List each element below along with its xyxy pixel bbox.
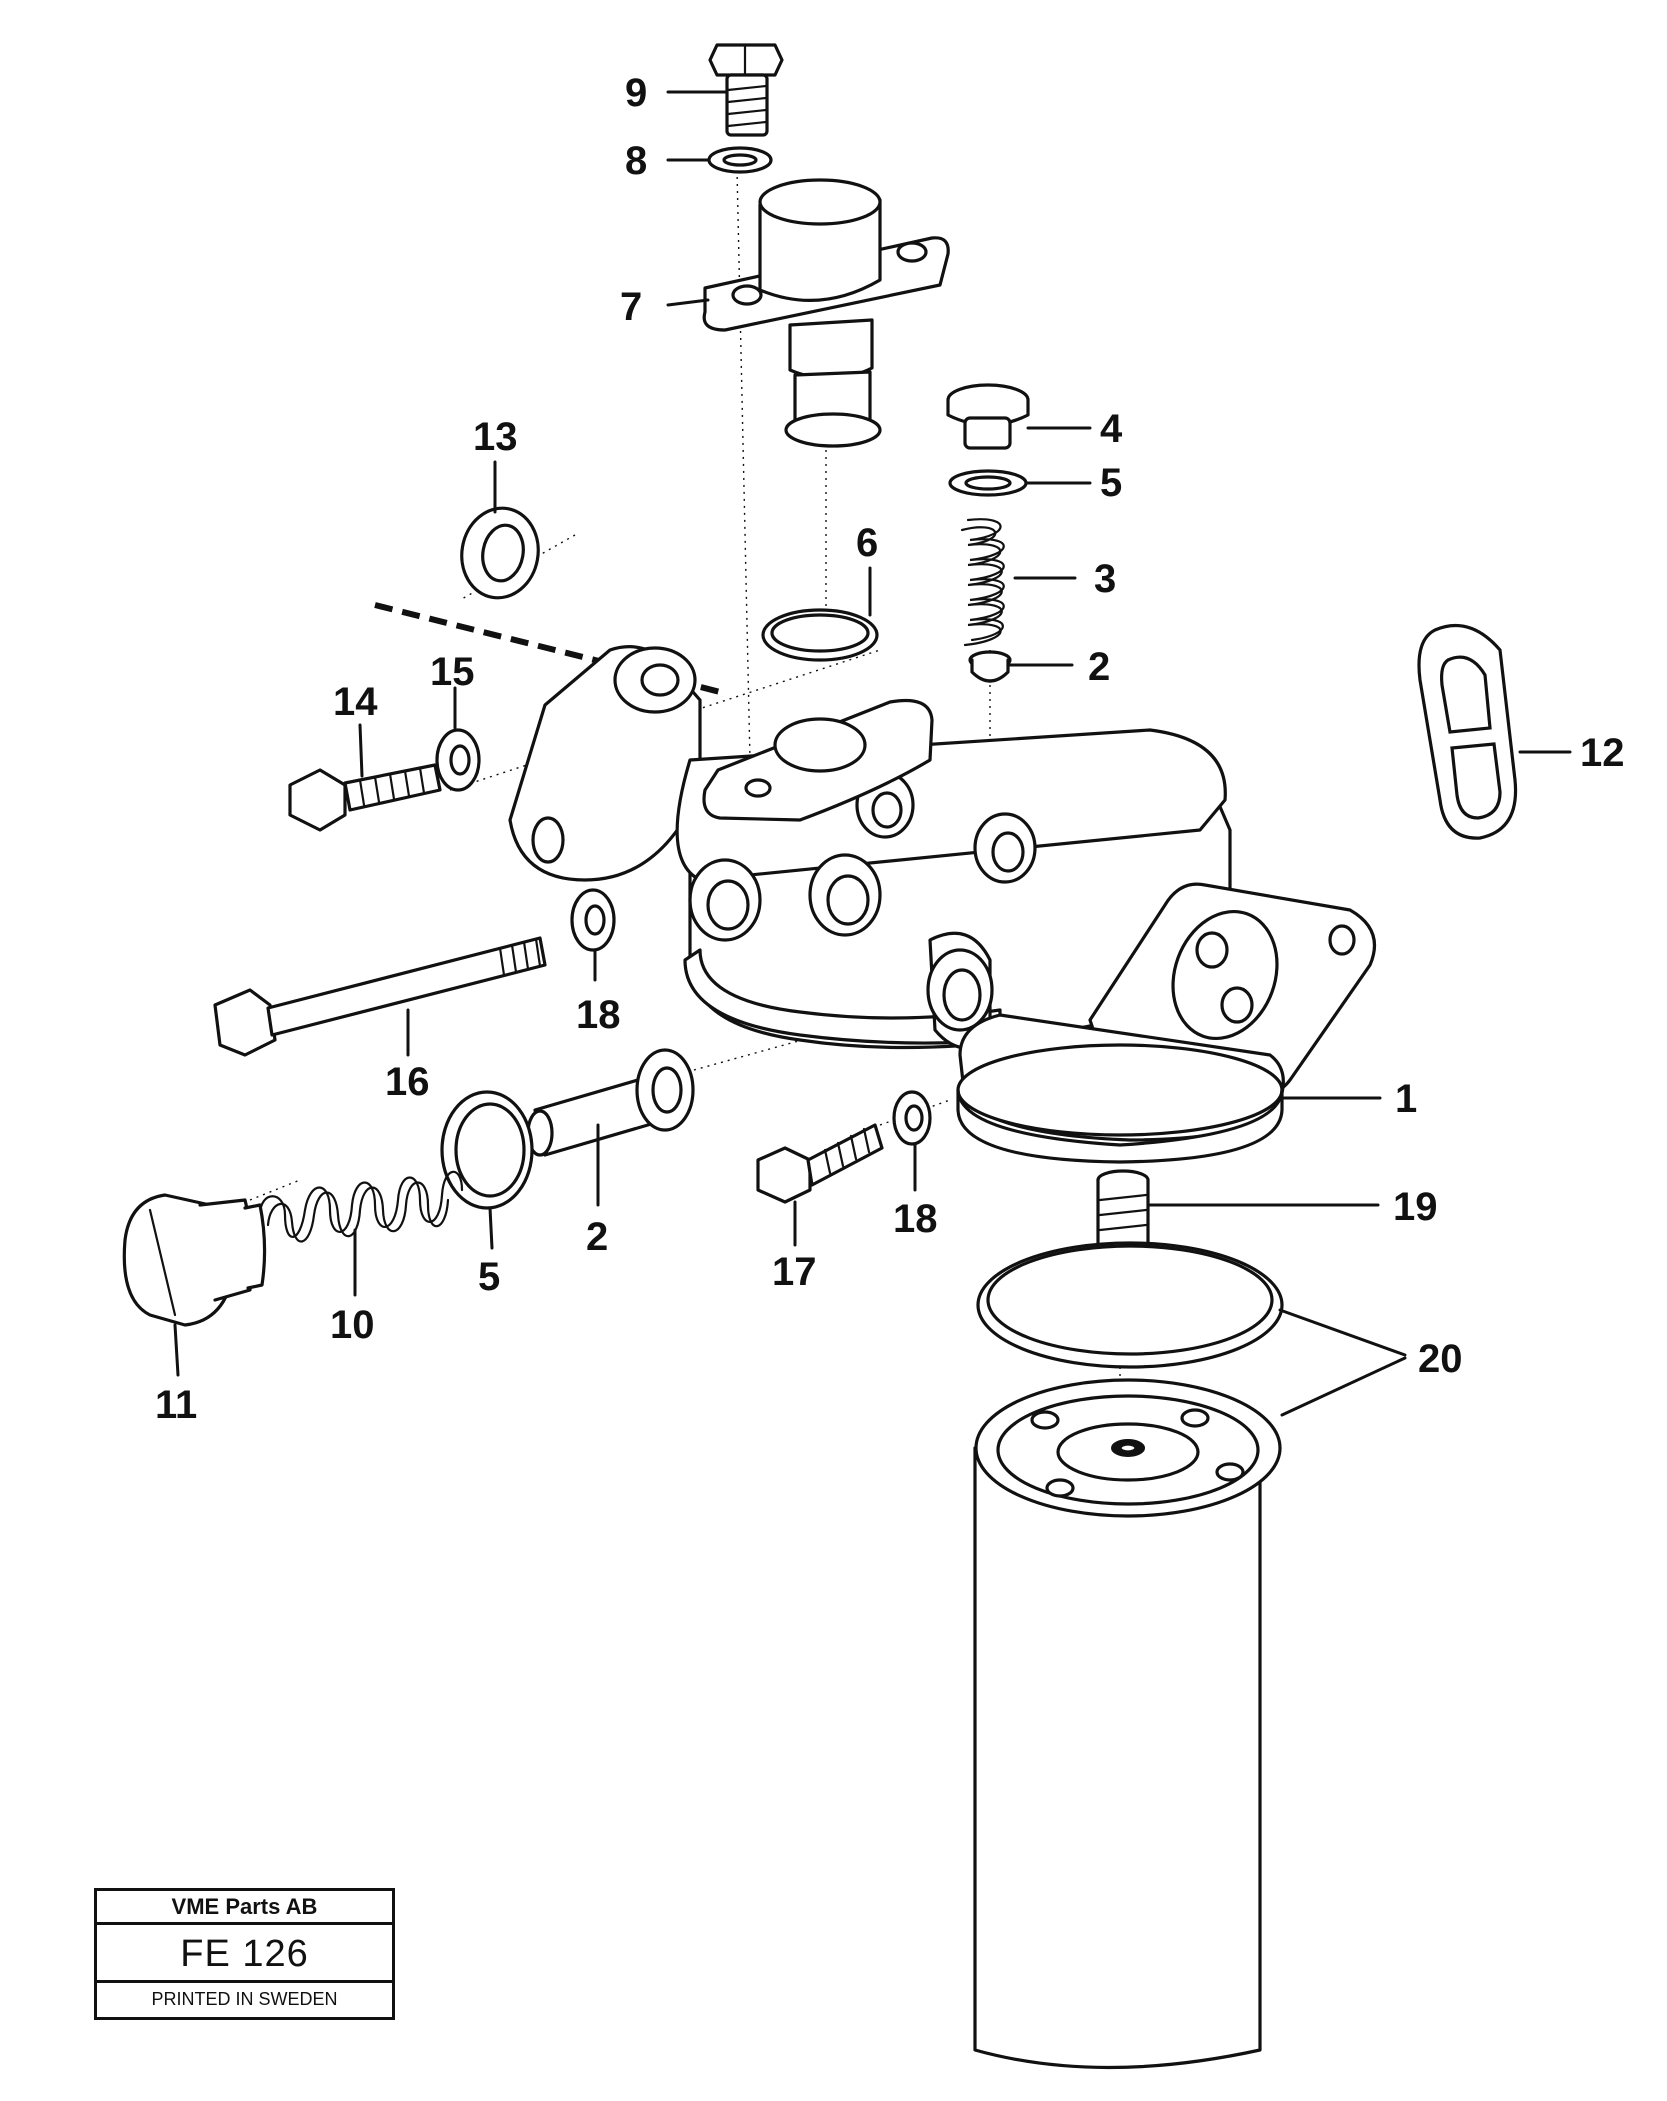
callout-19: 19 <box>1393 1185 1438 1229</box>
part-4-plug <box>946 383 1030 450</box>
callout-4: 4 <box>1100 407 1123 451</box>
callout-1: 1 <box>1395 1077 1417 1121</box>
callout-13: 13 <box>473 415 518 459</box>
part-2-valve-top <box>968 650 1012 683</box>
callout-16: 16 <box>385 1060 430 1104</box>
part-7-cover <box>702 178 950 448</box>
leader-lines <box>173 90 1572 1417</box>
part-2-sleeve-lower <box>526 1048 695 1157</box>
callout-2-lower: 2 <box>586 1215 608 1259</box>
part-8-washer <box>707 146 773 174</box>
part-14-bolt <box>288 763 442 832</box>
part-3-spring <box>960 518 1005 647</box>
callout-14: 14 <box>333 680 378 724</box>
part-5-washer-top <box>948 469 1028 497</box>
part-17-bolt <box>756 1123 884 1204</box>
callout-20: 20 <box>1418 1337 1463 1381</box>
callout-5-top: 5 <box>1100 461 1122 505</box>
part-15-washer <box>435 728 481 792</box>
callout-2-top: 2 <box>1088 645 1110 689</box>
part-5-ring-lower <box>440 1090 534 1210</box>
title-block-code: FE 126 <box>97 1925 392 1983</box>
callout-5-lower: 5 <box>478 1255 500 1299</box>
callout-18-upper: 18 <box>576 993 621 1037</box>
title-block-company: VME Parts AB <box>97 1891 392 1925</box>
callout-11: 11 <box>155 1383 197 1427</box>
part-11-plug <box>122 1193 267 1327</box>
callout-10: 10 <box>330 1303 375 1347</box>
callout-6: 6 <box>856 521 878 565</box>
callout-12: 12 <box>1580 731 1625 775</box>
title-block-printed: PRINTED IN SWEDEN <box>151 1989 338 2009</box>
part-18-washer-lower <box>892 1090 932 1146</box>
part-9-bolt <box>708 43 784 137</box>
part-1-housing <box>508 645 1377 1164</box>
callout-17: 17 <box>772 1250 817 1294</box>
part-12-gasket <box>1417 623 1518 840</box>
callout-7: 7 <box>620 285 642 329</box>
callout-15: 15 <box>430 650 475 694</box>
callout-8: 8 <box>625 139 647 183</box>
callout-3: 3 <box>1094 557 1116 601</box>
part-18-washer-upper <box>570 888 616 952</box>
part-13-ring <box>460 506 540 600</box>
title-block: VME Parts AB FE 126 PRINTED IN SWEDEN <box>94 1888 395 2020</box>
part-10-spring <box>258 1170 464 1243</box>
part-20-filter-cartridge <box>973 1241 1284 2070</box>
callout-labels: 9 8 7 4 5 6 3 2 13 12 14 15 18 1 16 2 5 … <box>155 71 1625 1427</box>
part-16-long-bolt <box>213 936 547 1057</box>
callout-18-lower: 18 <box>893 1197 938 1241</box>
part-6-oring <box>761 608 879 662</box>
callout-9: 9 <box>625 71 647 115</box>
